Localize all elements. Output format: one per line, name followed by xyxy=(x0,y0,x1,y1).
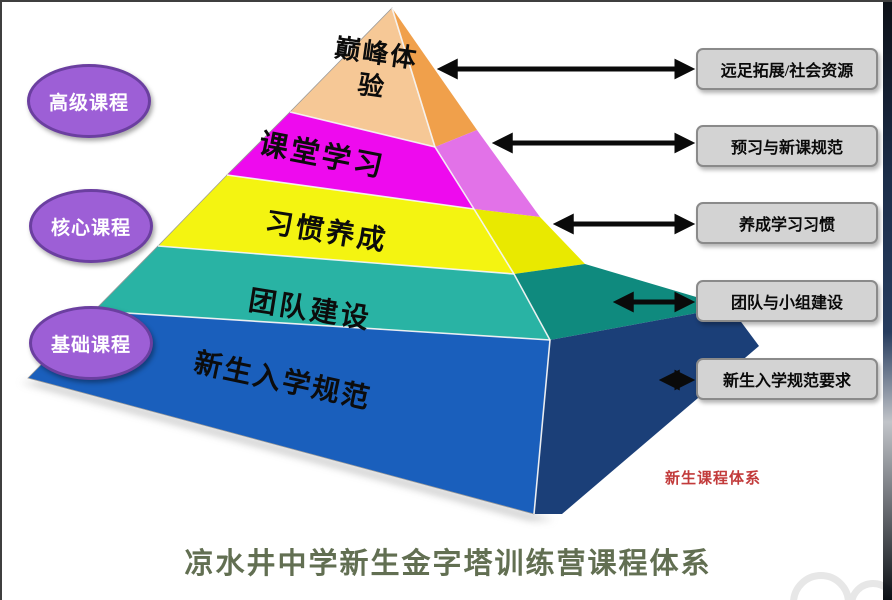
annotation-box-3: 养成学习习惯 xyxy=(696,202,878,244)
annotation-box-2: 预习与新课规范 xyxy=(696,125,878,167)
diagram-title: 凉水井中学新生金字塔训练营课程体系 xyxy=(184,548,712,580)
annotation-box-2-label: 预习与新课规范 xyxy=(730,140,843,157)
right-edge-strip xyxy=(883,2,892,600)
pyramid-level-1-label: 巅峰体验 xyxy=(332,33,420,103)
annotation-box-5-label: 新生入学规范要求 xyxy=(722,373,851,390)
annotation-box-1: 远足拓展/社会资源 xyxy=(696,48,878,90)
annotation-box-5: 新生入学规范要求 xyxy=(696,358,878,400)
pyramid-ground-shadow xyxy=(20,382,554,520)
bubble-basic-courses-label: 基础课程 xyxy=(50,334,131,356)
annotation-box-4: 团队与小组建设 xyxy=(696,280,878,322)
annotation-box-1-label: 远足拓展/社会资源 xyxy=(720,63,854,80)
connector-arrows xyxy=(436,58,696,391)
bubble-core-courses-label: 核心课程 xyxy=(50,217,131,239)
red-annotation-text: 新生课程体系 xyxy=(665,471,762,487)
bubble-core-courses: 核心课程 xyxy=(29,189,153,263)
annotation-box-4-label: 团队与小组建设 xyxy=(730,295,843,312)
annotation-box-3-label: 养成学习习惯 xyxy=(738,217,835,234)
bubble-advanced-courses-label: 高级课程 xyxy=(48,92,129,114)
bubble-advanced-courses: 高级课程 xyxy=(27,64,151,138)
bubble-basic-courses: 基础课程 xyxy=(29,306,153,380)
band-separators xyxy=(93,7,551,515)
level-3-side-face xyxy=(474,209,585,274)
level-1-side-face xyxy=(392,8,477,147)
level-2-side-face xyxy=(435,130,540,217)
